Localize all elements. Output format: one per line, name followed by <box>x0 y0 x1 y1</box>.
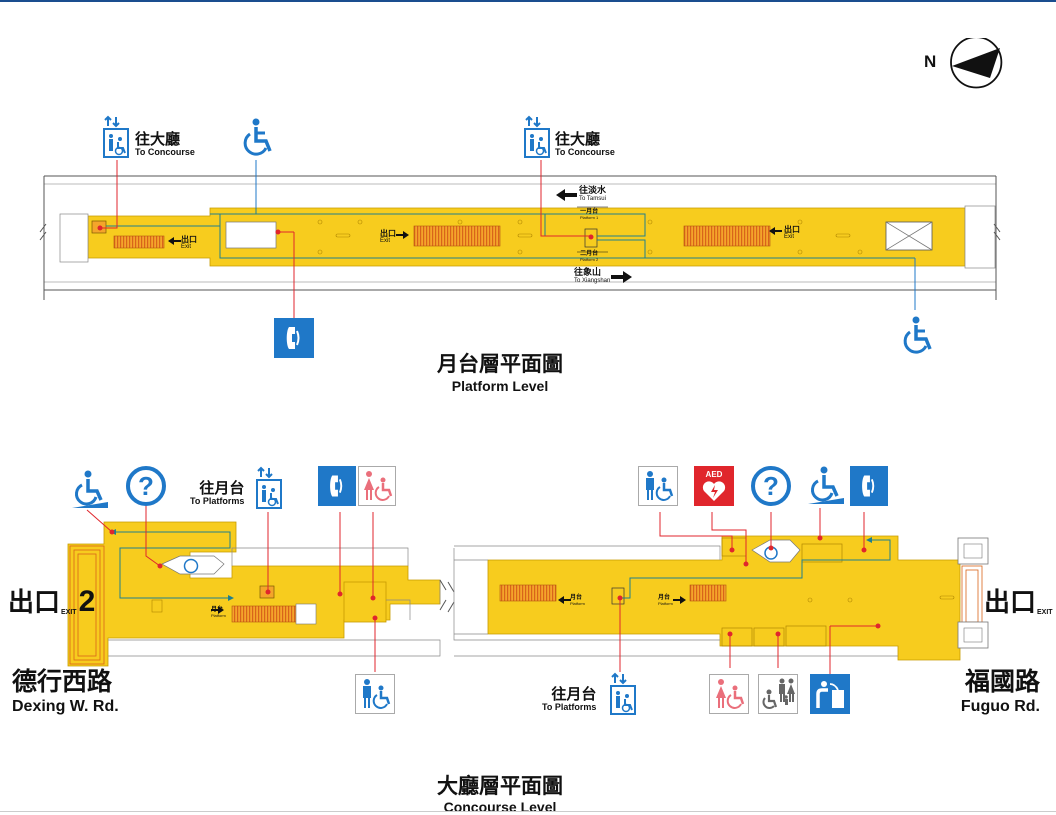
wheelchair-icon <box>903 316 932 354</box>
to-xiangshan-en: To Xiangshan <box>574 278 611 284</box>
to-concourse-zh: 往大廳 <box>555 130 601 148</box>
exit1-num: 1 <box>1055 585 1056 619</box>
elevator-icon <box>610 672 636 715</box>
top-border <box>0 0 1056 2</box>
platform-small-zh: 月台 <box>658 594 671 601</box>
concourse-title-zh: 大廳層平面圖 <box>437 774 563 798</box>
compass: N <box>922 36 1012 92</box>
to-platforms-en: To Platforms <box>542 702 597 712</box>
platform1-label: 一月台 Platform 1 <box>580 208 598 220</box>
exit-en: Exit <box>181 244 192 250</box>
exit-en: Exit <box>380 238 391 244</box>
platform-small-zh: 月台 <box>211 606 224 613</box>
family-restroom-icon <box>758 674 798 714</box>
to-concourse-en: To Concourse <box>135 147 195 157</box>
platform1-en: Platform 1 <box>580 215 599 220</box>
compass-icon <box>950 38 1003 89</box>
platform-small-en: Platform <box>570 601 585 606</box>
to-platforms-label-east: 往月台 To Platforms <box>542 686 596 712</box>
elevator-icon <box>103 115 129 158</box>
concourse-platform-label-east-2: 月台 Platform <box>658 594 673 606</box>
platform-small-zh: 月台 <box>570 594 583 601</box>
elevator-to-platforms-east <box>610 672 636 721</box>
exit-en: Exit <box>784 234 795 240</box>
road-east-en: Fuguo Rd. <box>960 698 1040 715</box>
platform-title-zh: 月台層平面圖 <box>437 352 563 376</box>
compass-label: N <box>924 52 937 71</box>
restroom-female-accessible-icon <box>709 674 749 714</box>
exit-1-label: 出口 EXIT 1 <box>984 582 1056 619</box>
platform-title-en: Platform Level <box>451 378 549 394</box>
restroom-female-accessible-icon <box>358 466 396 506</box>
wheelchair-ramp-icon <box>72 470 108 508</box>
concourse-platform-label-west: 月台 Platform <box>211 606 226 618</box>
road-east-zh: 福國路 <box>964 667 1040 696</box>
aed-icon: AED <box>694 466 734 506</box>
road-west-en: Dexing W. Rd. <box>12 698 119 715</box>
to-concourse-en: To Concourse <box>555 147 615 157</box>
exit-zh: 出口 <box>181 235 197 244</box>
to-concourse-zh: 往大廳 <box>135 130 181 148</box>
platform-exit-label-center: 出口 Exit <box>380 230 396 245</box>
platform-small-en: Platform <box>658 601 673 606</box>
exit2-exit: EXIT <box>61 609 77 616</box>
platform2-zh: 二月台 <box>580 250 599 257</box>
to-platforms-zh: 往月台 <box>551 685 597 703</box>
platform-level-title: 月台層平面圖 Platform Level <box>420 348 580 394</box>
info-symbol: ? <box>763 471 779 501</box>
to-xiangshan-zh: 往象山 <box>574 268 602 278</box>
to-concourse-label-west: 往大廳 To Concourse <box>135 131 195 157</box>
to-tamsui-label: 往淡水 To Tamsui <box>579 187 606 203</box>
info-icon: ? <box>751 466 791 506</box>
exit2-zh: 出口 <box>8 588 61 618</box>
platform-small-en: Platform <box>211 613 226 618</box>
to-tamsui-en: To Tamsui <box>579 196 606 202</box>
to-platforms-zh: 往月台 <box>199 479 245 497</box>
to-platforms-en: To Platforms <box>190 496 245 506</box>
concourse-title-en: Concourse Level <box>443 799 557 815</box>
phone-icon <box>850 466 888 506</box>
road-west: 德行西路 Dexing W. Rd. <box>12 662 119 716</box>
to-concourse-label-center: 往大廳 To Concourse <box>555 131 615 157</box>
elevator-icon <box>256 466 282 509</box>
concourse-platform-label-east-1: 月台 Platform <box>570 594 585 606</box>
platform2-en: Platform 2 <box>580 257 599 262</box>
elevator-to-concourse-center <box>524 115 550 164</box>
platform-level-map <box>39 160 1001 318</box>
road-west-zh: 德行西路 <box>12 667 113 696</box>
exit1-zh: 出口 <box>984 588 1037 618</box>
drinking-fountain-icon <box>810 674 850 714</box>
road-east: 福國路 Fuguo Rd. <box>944 662 1040 716</box>
elevator-icon <box>524 115 550 158</box>
bottom-rule <box>0 811 1056 812</box>
wheelchair-icon <box>243 118 272 156</box>
info-symbol: ? <box>138 471 154 501</box>
platform2-label: 二月台 Platform 2 <box>580 250 598 262</box>
exit-2-label: 出口 EXIT 2 <box>8 582 95 619</box>
concourse-level-title: 大廳層平面圖 Concourse Level <box>420 770 580 814</box>
phone-icon <box>274 318 314 358</box>
exit-zh: 出口 <box>784 225 800 234</box>
elevator-to-platforms-west <box>256 466 282 515</box>
platform-exit-label-east: 出口 Exit <box>784 226 800 241</box>
restroom-male-accessible-icon <box>638 466 678 506</box>
phone-icon <box>318 466 356 506</box>
wheelchair-ramp-icon <box>808 466 844 504</box>
exit-zh: 出口 <box>380 229 396 238</box>
platform1-zh: 一月台 <box>580 208 599 215</box>
to-xiangshan-label: 往象山 To Xiangshan <box>574 269 610 285</box>
platform-exit-label-west: 出口 Exit <box>181 236 197 251</box>
info-icon: ? <box>126 466 166 506</box>
concourse-level-map <box>67 498 989 676</box>
to-platforms-label-west: 往月台 To Platforms <box>190 480 244 506</box>
elevator-to-concourse-west <box>103 115 129 164</box>
restroom-male-accessible-icon <box>355 674 395 714</box>
exit1-exit: EXIT <box>1037 609 1053 616</box>
aed-label: AED <box>705 469 723 479</box>
exit2-num: 2 <box>78 585 96 618</box>
to-tamsui-zh: 往淡水 <box>579 186 607 196</box>
